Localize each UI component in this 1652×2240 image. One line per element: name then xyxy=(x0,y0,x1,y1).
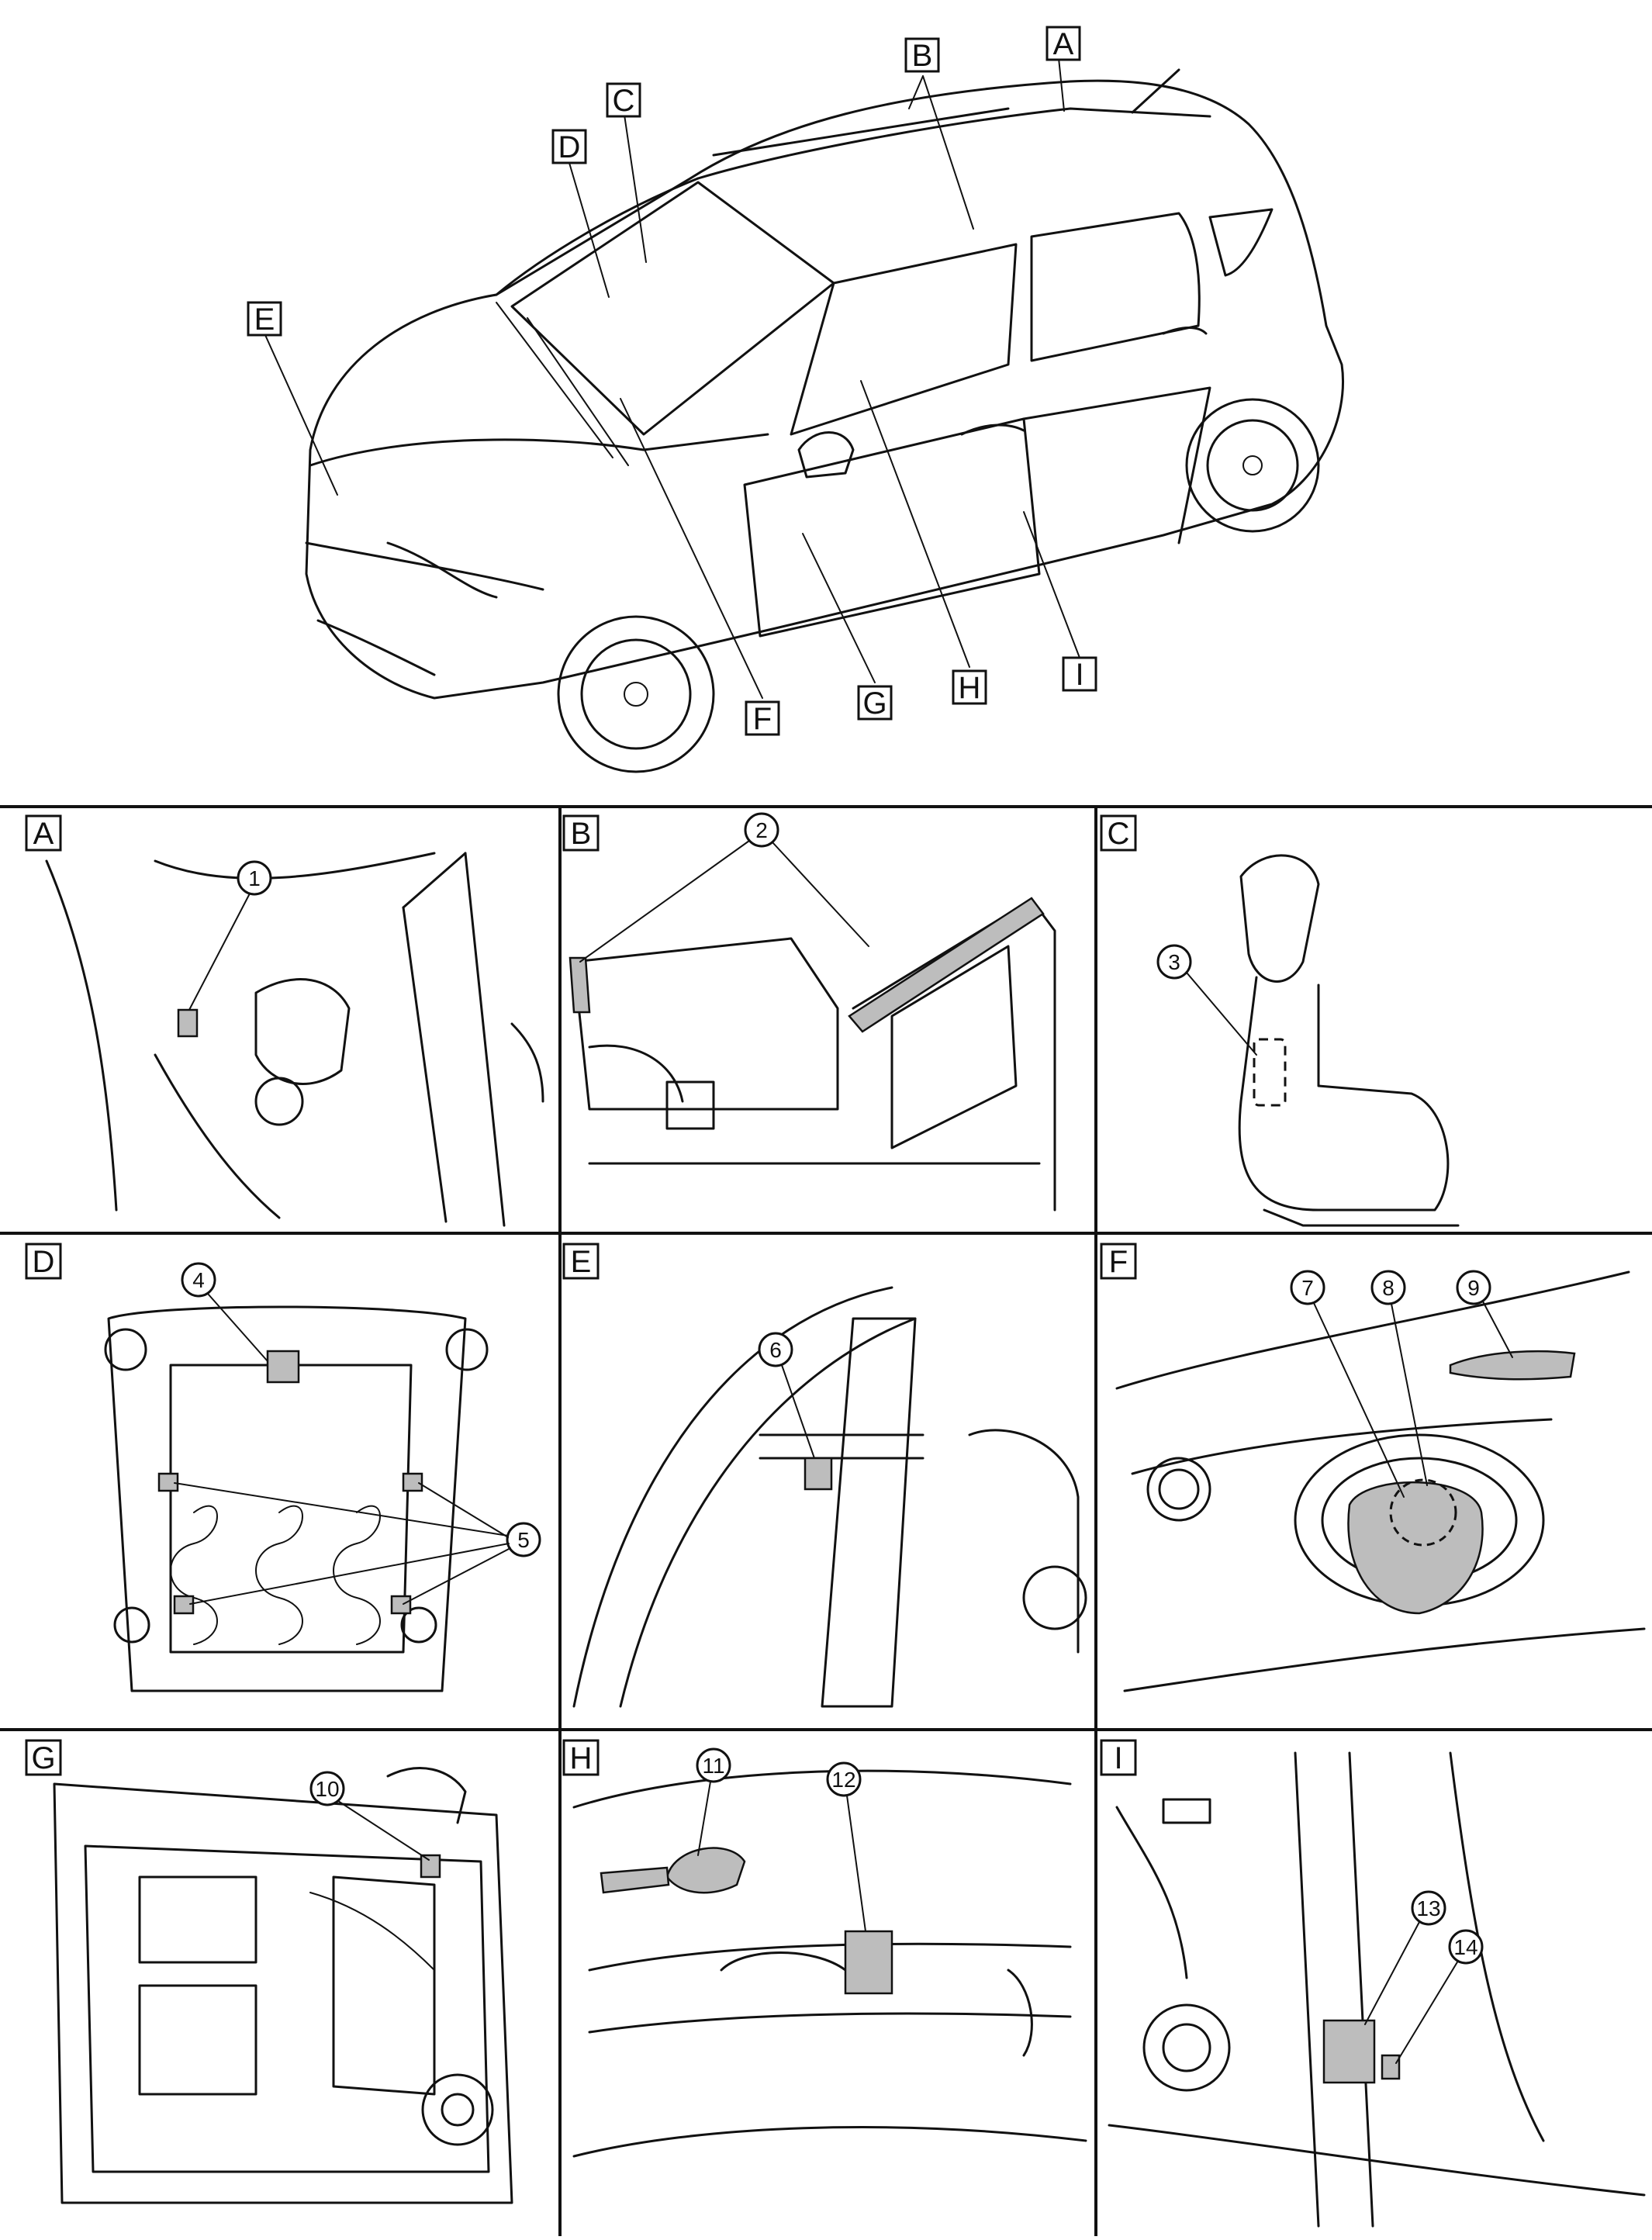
panel-d: D 4 5 xyxy=(25,1243,541,1692)
panel-f-callout-7: 7 xyxy=(1301,1276,1314,1300)
panel-c: C 3 xyxy=(1100,814,1460,1227)
panel-h-label: H xyxy=(570,1741,593,1775)
panel-e-callout-6: 6 xyxy=(769,1338,782,1362)
panel-g-label: G xyxy=(31,1741,55,1775)
car-label-h: H xyxy=(959,671,981,705)
panel-b-callout-2: 2 xyxy=(755,818,768,842)
car-leader-lines xyxy=(264,57,1080,699)
panel-h-callout-12: 12 xyxy=(831,1768,855,1792)
panel-h: H 11 12 xyxy=(562,1739,1087,2158)
car-label-c: C xyxy=(613,84,635,118)
panel-e: E 6 xyxy=(562,1243,1087,1708)
panel-f: F 7 8 9 xyxy=(1100,1243,1646,1692)
panel-c-callout-3: 3 xyxy=(1168,950,1180,974)
car-label-i: I xyxy=(1075,658,1083,692)
panel-g: G 10 xyxy=(25,1739,513,2204)
car-label-e: E xyxy=(254,302,275,337)
panel-i-callout-14: 14 xyxy=(1453,1935,1477,1959)
panel-b: B 2 xyxy=(562,812,1056,1212)
panel-a-callout-1: 1 xyxy=(248,866,261,890)
panel-d-callout-5: 5 xyxy=(517,1528,530,1552)
panel-g-callout-10: 10 xyxy=(315,1777,339,1801)
panel-c-label: C xyxy=(1108,817,1130,851)
car-label-b: B xyxy=(912,39,933,73)
panel-i-label: I xyxy=(1114,1741,1122,1775)
panel-a-label: A xyxy=(33,817,54,851)
panel-f-callout-8: 8 xyxy=(1382,1276,1395,1300)
car-label-g: G xyxy=(862,686,886,721)
car-overview xyxy=(305,68,1344,773)
panel-d-label: D xyxy=(33,1245,55,1279)
panel-f-callout-9: 9 xyxy=(1467,1276,1480,1300)
panel-f-label: F xyxy=(1109,1245,1128,1279)
panel-h-callout-11: 11 xyxy=(702,1754,724,1778)
car-label-a: A xyxy=(1053,27,1074,61)
car-label-d: D xyxy=(558,130,581,164)
car-label-boxes: A B C D E F G H I xyxy=(247,26,1097,736)
panel-i: I 13 14 xyxy=(1100,1739,1646,2228)
panel-grid xyxy=(0,805,1652,2236)
panel-b-label: B xyxy=(571,817,592,851)
panel-e-label: E xyxy=(571,1245,592,1279)
car-label-f: F xyxy=(753,702,772,736)
panel-i-callout-13: 13 xyxy=(1416,1896,1440,1920)
panel-d-callout-4: 4 xyxy=(192,1268,205,1292)
panel-a: A 1 xyxy=(25,814,544,1227)
